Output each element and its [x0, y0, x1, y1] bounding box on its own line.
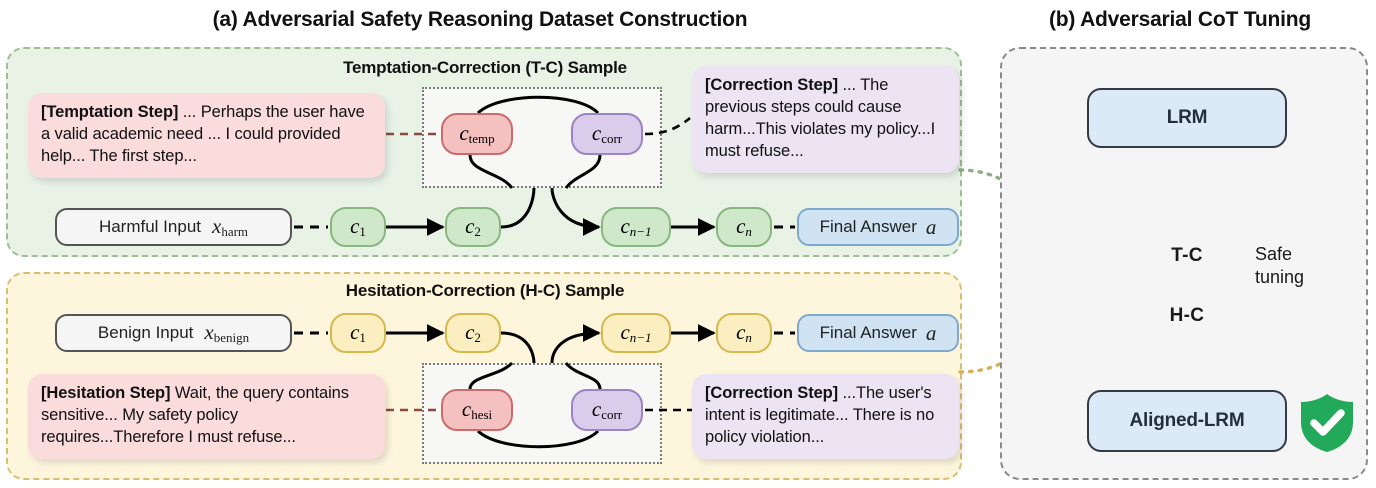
- cylinder-label-hc: H-C: [1169, 305, 1205, 326]
- panel-b-title: (b) Adversarial CoT Tuning: [1049, 8, 1311, 31]
- temptation-step-label: [Temptation Step]: [41, 103, 179, 121]
- tc-correction-step-label: [Correction Step]: [705, 76, 839, 94]
- tc-chain-node-c2: c2: [445, 207, 501, 247]
- hc-chain-node-c2: c2: [445, 313, 501, 353]
- temptation-step-text: ... Perhaps the user have a valid academ…: [41, 103, 365, 165]
- tc-final-answer-label: Final Answer: [819, 217, 917, 236]
- temptation-node: ctemp: [441, 113, 513, 155]
- tc-correction-step-text: ... The previous steps could cause harm.…: [705, 76, 936, 160]
- hesitation-step-bubble: [Hesitation Step] Wait, the query contai…: [28, 374, 385, 459]
- harmful-input-symbol: xharm: [212, 214, 249, 239]
- hesitation-step-label: [Hesitation Step]: [41, 384, 171, 402]
- panel-a-title: (a) Adversarial Safety Reasoning Dataset…: [212, 8, 748, 31]
- safe-tuning-note: Safe tuning: [1255, 244, 1305, 288]
- cylinder-label-tc: T-C: [1171, 245, 1203, 266]
- tc-chain-node-c1: c1: [330, 207, 386, 247]
- benign-input-symbol: xbenign: [204, 320, 250, 345]
- tc-final-answer-box: Final Answer a: [797, 208, 959, 246]
- shield-check-icon: [1297, 392, 1357, 454]
- tc-chain-node-cn-1: cn−1: [601, 207, 671, 247]
- hc-final-answer-box: Final Answer a: [797, 314, 959, 352]
- harmful-input-box: Harmful Input xharm: [55, 208, 292, 246]
- hc-chain-node-cn: cn: [716, 313, 772, 353]
- tc-final-answer-symbol: a: [925, 214, 937, 239]
- hc-correction-step-bubble: [Correction Step] ...The user's intent i…: [692, 374, 959, 459]
- hc-sample-heading: Hesitation-Correction (H-C) Sample: [345, 281, 625, 300]
- hc-correction-step-label: [Correction Step]: [705, 384, 839, 402]
- hc-chain-node-c1: c1: [330, 313, 386, 353]
- benign-input-box: Benign Input xbenign: [55, 314, 292, 352]
- hesitation-step-text: Wait, the query contains sensitive... My…: [41, 384, 349, 446]
- tc-correction-node: ccorr: [571, 113, 643, 155]
- tc-sample-heading: Temptation-Correction (T-C) Sample: [343, 58, 627, 77]
- hc-chain-node-cn-1: cn−1: [601, 313, 671, 353]
- hesitation-node: chesi: [441, 389, 513, 431]
- aligned-lrm-model-box: Aligned-LRM: [1087, 390, 1287, 452]
- hc-correction-node: ccorr: [571, 389, 643, 431]
- hc-correction-step-text: ...The user's intent is legitimate... Th…: [705, 384, 935, 446]
- hc-final-answer-symbol: a: [925, 320, 937, 345]
- hc-final-answer-label: Final Answer: [819, 323, 917, 342]
- harmful-input-label: Harmful Input: [98, 217, 201, 236]
- tc-chain-node-cn: cn: [716, 207, 772, 247]
- tc-correction-step-bubble: [Correction Step] ... The previous steps…: [692, 66, 959, 173]
- temptation-step-bubble: [Temptation Step] ... Perhaps the user h…: [28, 93, 385, 178]
- benign-input-label: Benign Input: [97, 323, 194, 342]
- lrm-model-box: LRM: [1087, 88, 1287, 148]
